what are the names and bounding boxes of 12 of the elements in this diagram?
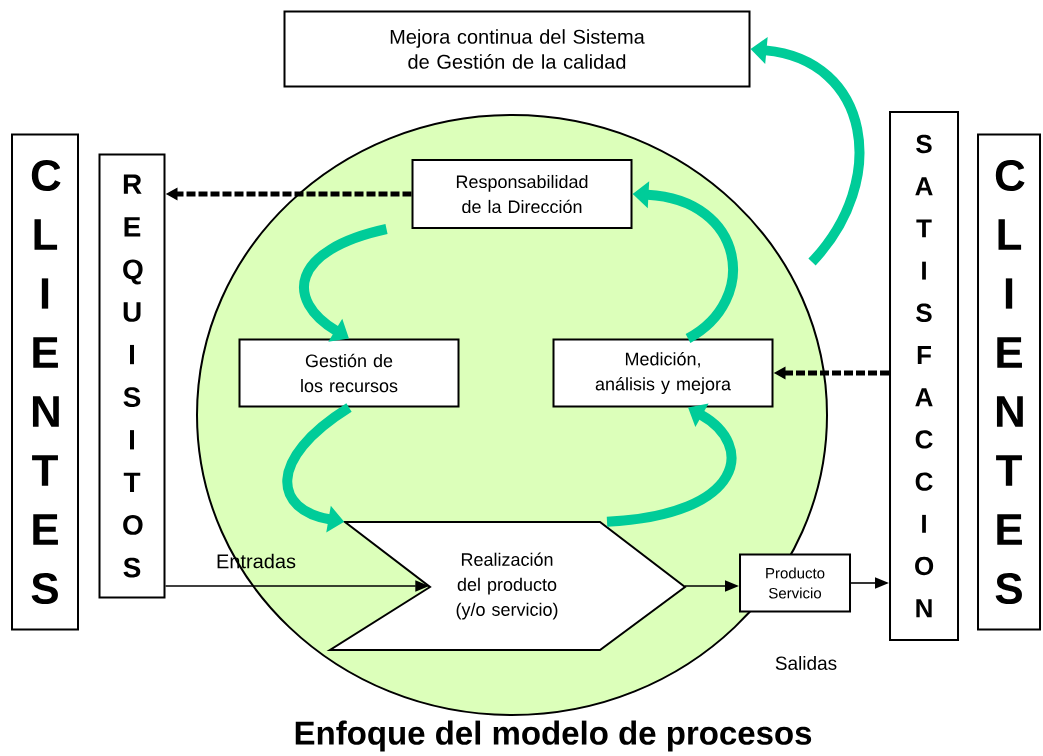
vertical-text-box: S A T I S F A C C I O N — [889, 111, 959, 641]
output-label: Salidas — [775, 656, 837, 670]
caption: Enfoque del modelo de procesos — [295, 720, 812, 752]
vertical-text-box: C L I E N T E S — [11, 133, 79, 631]
process-box: Medición, análisis y mejora — [552, 338, 774, 408]
process-box: Gestión de los recursos — [238, 338, 460, 408]
title-box: Mejora continua del Sistema de Gestión de la calidad — [283, 10, 751, 88]
curved-block-arrow — [299, 224, 388, 342]
output-box: Producto Servicio — [739, 553, 851, 613]
vertical-text-box: C L I E N T E S — [977, 133, 1041, 631]
vertical-text-box: R E Q U I S I T O S — [98, 153, 166, 599]
process-box: Responsabilidad de la Dirección — [411, 159, 633, 229]
